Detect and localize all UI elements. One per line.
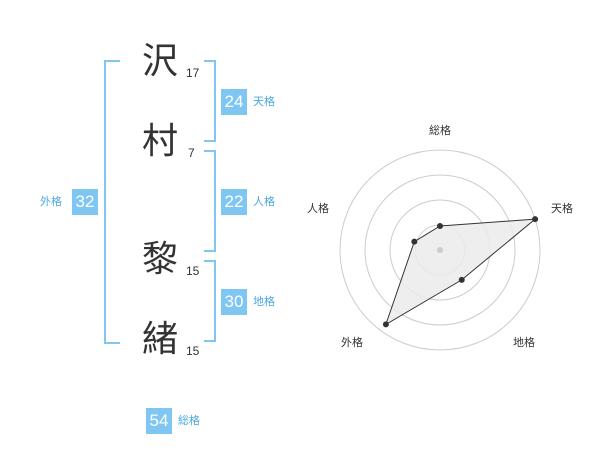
radar-center-dot <box>437 247 443 253</box>
stroke-count-2: 7 <box>188 146 195 160</box>
radar-label-chikaku: 地格 <box>513 335 535 349</box>
kanji-2: 村 <box>141 121 178 162</box>
radar-ring <box>364 174 516 326</box>
stroke-count-1: 17 <box>186 66 200 80</box>
kanji-3: 黎 <box>141 239 178 280</box>
jinkaku-value-badge: 22 <box>221 189 247 215</box>
radar-point <box>411 238 418 245</box>
gaikaku-bracket <box>104 60 120 344</box>
radar-label-jinkaku: 人格 <box>307 201 329 215</box>
radar-label-gaikaku: 外格 <box>341 335 363 349</box>
radar-label-soukaku: 総格 <box>429 123 451 137</box>
chikaku-label: 地格 <box>253 295 275 308</box>
tenkaku-value-badge: 24 <box>221 89 247 115</box>
tenkaku-bracket <box>204 60 216 142</box>
stroke-count-3: 15 <box>186 264 200 278</box>
gaikaku-value-badge: 32 <box>72 189 98 215</box>
radar-point <box>532 216 539 223</box>
radar-point <box>382 321 389 328</box>
radar-label-tenkaku: 天格 <box>551 201 573 215</box>
tenkaku-label: 天格 <box>253 95 275 108</box>
radar-point <box>437 223 443 229</box>
jinkaku-label: 人格 <box>253 195 275 208</box>
gaikaku-label: 外格 <box>40 195 62 208</box>
radar-point <box>458 276 465 283</box>
chikaku-value-badge: 30 <box>221 289 247 315</box>
radar-polygon <box>384 218 537 326</box>
soukaku-value-badge: 54 <box>146 408 172 434</box>
jinkaku-bracket <box>204 150 216 252</box>
chikaku-bracket <box>204 260 216 342</box>
stroke-count-4: 15 <box>186 344 200 358</box>
kanji-1: 沢 <box>141 41 178 82</box>
radar-ring <box>339 149 541 351</box>
kanji-4: 緒 <box>141 319 178 360</box>
soukaku-label: 総格 <box>178 414 200 427</box>
